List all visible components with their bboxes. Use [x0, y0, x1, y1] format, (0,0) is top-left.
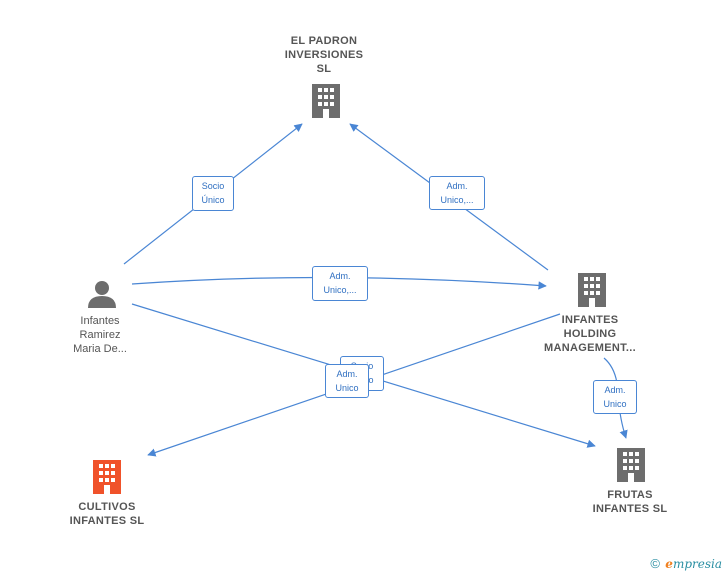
node-label-cultivos[interactable]: CULTIVOS INFANTES SL	[69, 501, 145, 527]
node-label-frutas[interactable]: FRUTAS INFANTES SL	[592, 489, 668, 515]
edge-label-adm-unico[interactable]: Adm. Unico	[325, 364, 369, 398]
person-icon[interactable]	[87, 279, 117, 309]
node-label-infantes-holding[interactable]: INFANTES HOLDING MANAGEMENT...	[544, 314, 636, 354]
copyright-icon: ©	[650, 556, 660, 571]
node-label-el-padron[interactable]: EL PADRON INVERSIONES SL	[284, 35, 364, 75]
empresia-logo: © empresia	[650, 556, 722, 571]
building-icon[interactable]	[576, 272, 608, 308]
edge-label-adm-unico[interactable]: Adm. Unico	[593, 380, 637, 414]
edge-label-adm-unico[interactable]: Adm. Unico,...	[312, 266, 368, 301]
building-icon[interactable]	[615, 447, 647, 483]
building-icon[interactable]	[310, 83, 342, 119]
node-label-person[interactable]: Infantes Ramirez Maria De...	[73, 315, 127, 355]
brand-name: empresia	[665, 557, 722, 571]
building-icon[interactable]	[91, 459, 123, 495]
edge-label-socio-unico[interactable]: Socio Único	[192, 176, 234, 211]
edge-label-adm-unico[interactable]: Adm. Unico,...	[429, 176, 485, 210]
